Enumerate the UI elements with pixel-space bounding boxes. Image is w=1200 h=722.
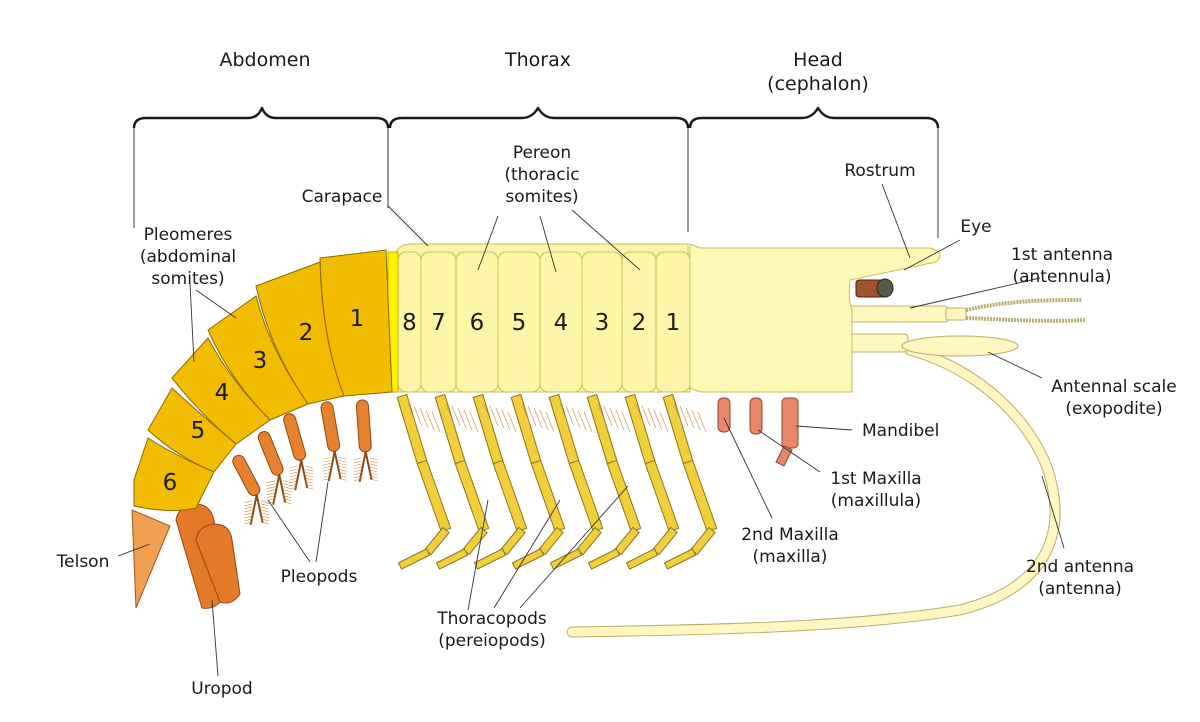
abdominal-somite-number: 6 [163,470,178,496]
label-antennal-scale-2: (exopodite) [1065,399,1162,419]
mandibel [781,397,799,449]
mouthparts [717,397,799,467]
label-antennule-2: (antennula) [1012,267,1111,287]
label-antennule: 1st antenna [1011,245,1113,265]
thoracic-somite [655,251,691,393]
pleomere-6 [133,437,215,512]
label-maxillula: 1st Maxilla [830,469,921,489]
thoracic-somite-number: 6 [470,310,485,336]
region-head-sublabel: (cephalon) [767,73,869,95]
thoracopods [396,393,718,570]
label-pleomeres-2: (abdominal [140,247,236,267]
region-abdomen-label: Abdomen [220,49,311,71]
abdominal-somite-number: 4 [215,380,230,406]
head-brace [688,106,940,129]
thoracopod [548,393,604,570]
abdominal-somite-number: 3 [253,348,268,374]
label-pleomeres: Pleomeres [144,225,233,245]
pleomere-2 [255,261,345,405]
thoracopod [624,393,680,570]
thoracic-somite-number: 2 [632,310,647,336]
label-thoracopods-2: (pereiopods) [438,631,546,651]
region-head-label: Head [793,49,843,71]
label-second-antenna: 2nd antenna [1026,557,1134,577]
pleomere-4 [171,337,271,445]
thorax-brace [388,106,690,129]
label-pereon-3: somites) [505,187,578,207]
abdominal-somite-number: 5 [191,418,206,444]
antennal-scale [847,333,1019,357]
leader-lines [117,183,1065,677]
thoracopod [662,393,718,570]
label-second-antenna-2: (antenna) [1038,579,1122,599]
thoracopod [472,393,528,570]
thoracic-somite-number: 4 [554,310,569,336]
thoracic-somite-number: 3 [595,310,610,336]
eye [855,278,894,298]
label-pleomeres-3: somites) [151,269,224,289]
label-maxilla: 2nd Maxilla [741,525,839,545]
pleomere-3 [207,295,309,421]
abdominal-somite-number: 1 [350,306,365,332]
thoracopod [434,393,490,570]
thoracopod [586,393,642,570]
thoracopod [396,393,452,570]
pleopod [320,401,347,482]
label-carapace: Carapace [302,187,383,207]
pleopod [283,413,314,491]
label-pereon: Pereon [513,143,571,163]
label-eye: Eye [960,217,991,237]
label-maxilla-2: (maxilla) [753,547,828,567]
label-rostrum: Rostrum [844,161,915,181]
thoracic-somite-number: 5 [512,310,527,336]
label-mandibel: Mandibel [862,421,939,441]
label-uropod: Uropod [191,679,252,699]
first-antenna [847,298,1087,323]
pleomere-5 [147,387,237,473]
thoracic-somite-number: 7 [431,310,446,336]
thoracic-somite-number: 1 [666,310,681,336]
label-maxillula-2: (maxillula) [831,491,921,511]
pleopods [232,399,378,526]
label-telson: Telson [56,552,110,572]
thoracopod [510,393,566,570]
pleopod [353,399,378,483]
label-thoracopods: Thoracopods [436,609,547,629]
cephalon [689,243,941,393]
region-thorax-label: Thorax [504,49,571,71]
label-pleopods: Pleopods [281,567,358,587]
label-antennal-scale: Antennal scale [1051,377,1176,397]
pleopod [257,431,292,505]
abdomen-brace [132,106,390,129]
label-pereon-2: (thoracic [504,165,579,185]
pleopod [232,454,269,526]
telson [131,509,171,609]
abdominal-somite-number: 2 [299,320,314,346]
maxillula [749,397,763,435]
uropod [175,503,241,609]
thoracic-somite-number: 8 [402,310,417,336]
